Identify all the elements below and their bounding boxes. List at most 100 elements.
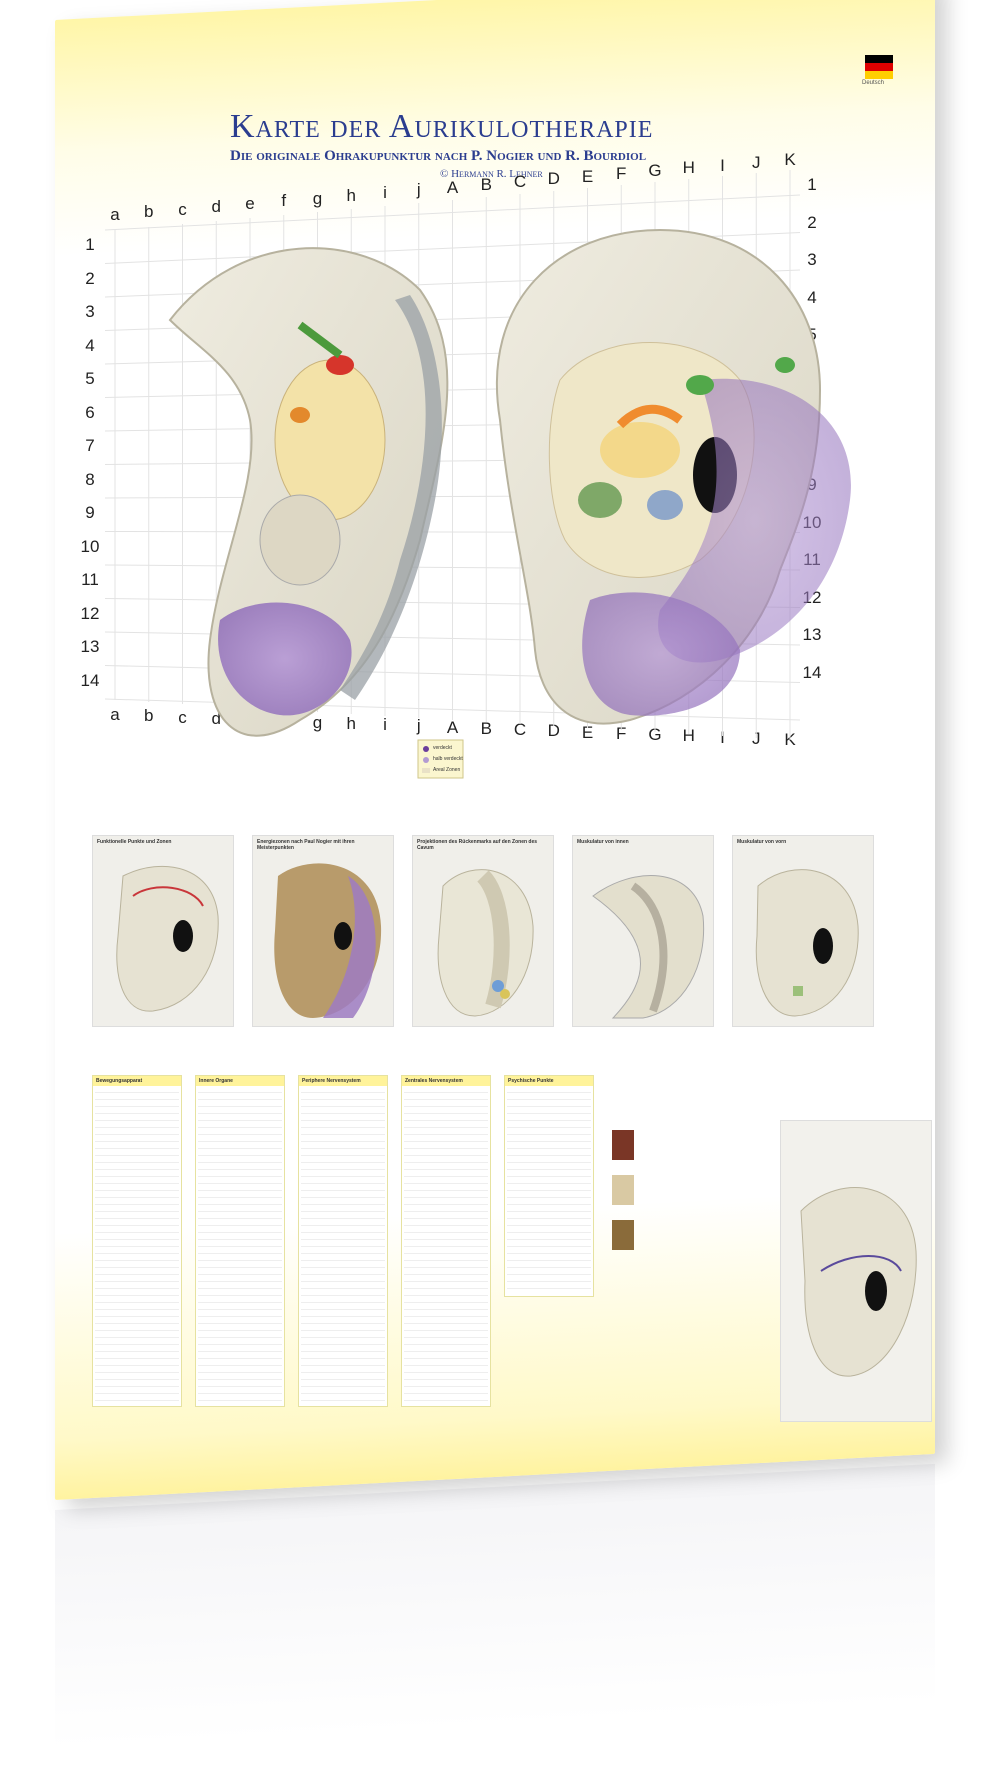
table-row	[507, 1170, 591, 1177]
german-flag-icon	[865, 55, 893, 79]
column-label-bottom: B	[480, 718, 492, 738]
column-label-top: H	[682, 158, 695, 178]
table-row	[404, 1191, 488, 1198]
table-row	[95, 1142, 179, 1149]
table-row	[301, 1156, 385, 1163]
table-row	[95, 1107, 179, 1114]
row-label-right: 14	[802, 662, 822, 682]
table-row	[507, 1128, 591, 1135]
row-label-left: 7	[85, 436, 95, 455]
table-row	[198, 1268, 282, 1275]
table-row	[507, 1149, 591, 1156]
thumbnail-sympathetic	[780, 1120, 932, 1422]
table-row	[507, 1268, 591, 1275]
table-row	[198, 1366, 282, 1373]
table-row	[404, 1219, 488, 1226]
table-row	[301, 1387, 385, 1394]
poster-author: © Hermann R. Lehner	[440, 168, 543, 180]
table-row	[301, 1205, 385, 1212]
table-row	[95, 1380, 179, 1387]
table-row	[198, 1247, 282, 1254]
table-row	[301, 1233, 385, 1240]
table-row	[95, 1163, 179, 1170]
table-row	[301, 1366, 385, 1373]
table-header: Periphere Nervensystem	[299, 1076, 387, 1086]
row-label-left: 13	[80, 637, 100, 656]
table-row	[301, 1359, 385, 1366]
table-row	[301, 1240, 385, 1247]
table-row	[404, 1296, 488, 1303]
table-row	[404, 1289, 488, 1296]
table-row	[198, 1170, 282, 1177]
row-label-right: 1	[807, 175, 817, 194]
table-row	[198, 1128, 282, 1135]
table-row	[404, 1149, 488, 1156]
column-label-top: i	[383, 183, 387, 202]
table-row	[198, 1107, 282, 1114]
thumbnail-title: Muskulatur von innen	[577, 839, 629, 845]
table-row	[404, 1163, 488, 1170]
poster-subtitle: Die originale Ohrakupunktur nach P. Nogi…	[230, 148, 647, 164]
table-row	[404, 1268, 488, 1275]
language-label: Deutsch	[862, 80, 885, 86]
table-row	[301, 1149, 385, 1156]
table-row	[95, 1100, 179, 1107]
table-row	[404, 1212, 488, 1219]
grid-line-horizontal	[104, 194, 801, 231]
table-row	[404, 1198, 488, 1205]
column-label-bottom: j	[416, 716, 421, 736]
table-row	[95, 1114, 179, 1121]
table-row	[95, 1345, 179, 1352]
table-row	[404, 1359, 488, 1366]
table-row	[95, 1184, 179, 1191]
column-label-bottom: a	[110, 705, 120, 724]
table-row	[301, 1331, 385, 1338]
table-row	[95, 1219, 179, 1226]
thumbnail-muscles-inside: Muskulatur von innen	[572, 835, 714, 1027]
table-row	[301, 1275, 385, 1282]
table-row	[404, 1170, 488, 1177]
table-row	[404, 1121, 488, 1128]
column-label-top: I	[720, 155, 725, 175]
table-row	[95, 1352, 179, 1359]
legend-box	[417, 739, 464, 779]
table-row	[95, 1093, 179, 1100]
table-peripheral-nervous: Periphere Nervensystem	[298, 1075, 388, 1407]
table-row	[301, 1128, 385, 1135]
table-row	[95, 1240, 179, 1247]
table-row	[198, 1086, 282, 1093]
table-row	[507, 1093, 591, 1100]
table-row	[301, 1324, 385, 1331]
table-row	[301, 1142, 385, 1149]
column-label-bottom: G	[648, 725, 662, 744]
column-label-bottom: d	[211, 708, 221, 728]
table-row	[198, 1303, 282, 1310]
table-row	[198, 1233, 282, 1240]
table-row	[95, 1387, 179, 1394]
table-row	[95, 1247, 179, 1254]
table-row	[95, 1338, 179, 1345]
table-row	[507, 1177, 591, 1184]
column-label-bottom: b	[144, 706, 154, 726]
table-row	[301, 1380, 385, 1387]
table-row	[198, 1296, 282, 1303]
table-row	[507, 1261, 591, 1268]
table-row	[95, 1394, 179, 1401]
table-row	[404, 1128, 488, 1135]
row-label-left: 2	[85, 268, 95, 288]
table-row	[301, 1177, 385, 1184]
row-label-right: 13	[802, 625, 822, 644]
table-row	[507, 1121, 591, 1128]
table-row	[95, 1205, 179, 1212]
column-label-top: a	[110, 205, 120, 224]
table-row	[198, 1261, 282, 1268]
table-row	[301, 1191, 385, 1198]
table-row	[404, 1303, 488, 1310]
row-label-left: 6	[85, 402, 95, 422]
table-row	[198, 1149, 282, 1156]
table-row	[198, 1226, 282, 1233]
table-row	[404, 1317, 488, 1324]
table-row	[198, 1394, 282, 1401]
legend-item: Areal Zonen	[433, 767, 461, 773]
table-row	[198, 1359, 282, 1366]
